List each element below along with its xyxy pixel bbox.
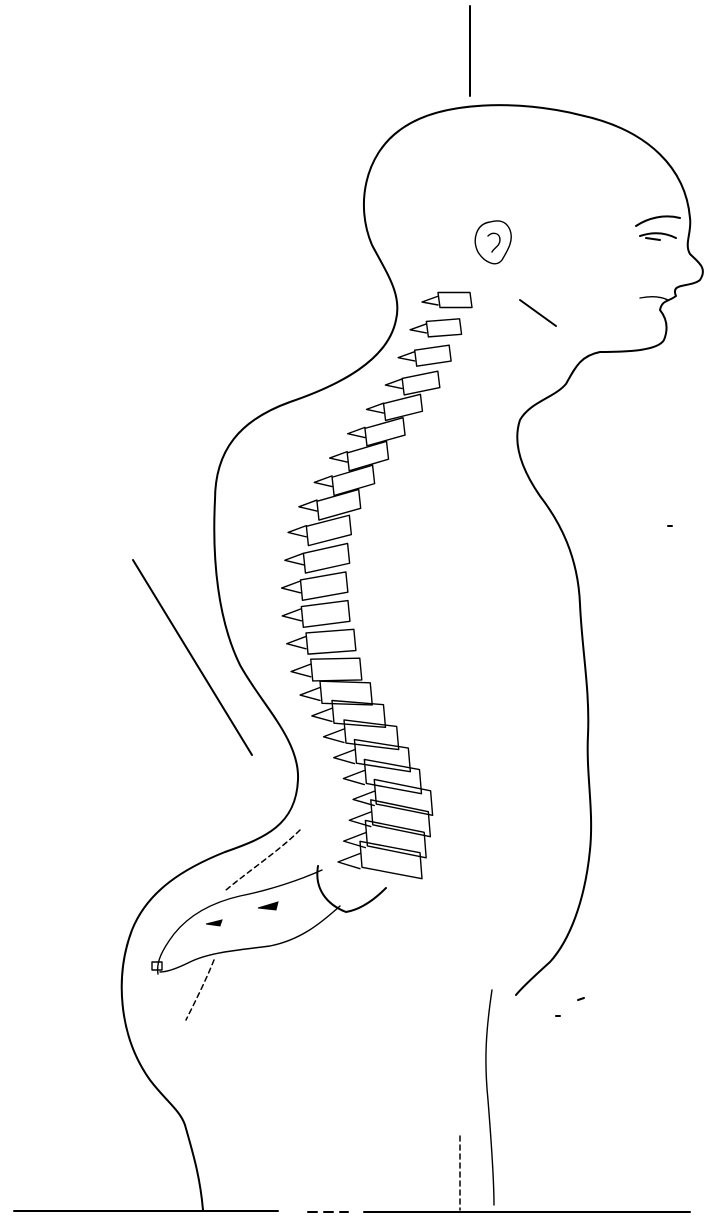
- spinous-process-22: [349, 812, 370, 827]
- back-contour: [122, 105, 690, 1210]
- spinous-process-8: [314, 476, 332, 487]
- vertebra-20: [364, 759, 421, 793]
- body-outline: [122, 105, 703, 1210]
- sacrum-pelvis: [152, 830, 386, 1020]
- vertebra-21: [374, 779, 432, 815]
- spinous-process-23: [344, 833, 366, 848]
- vertebra-12: [300, 572, 347, 600]
- front-contour: [516, 218, 703, 995]
- vertebra-3: [415, 345, 451, 366]
- spinous-process-11: [285, 553, 304, 565]
- spinous-process-9: [299, 500, 317, 511]
- vertebra-5: [384, 394, 423, 420]
- vertebra-1: [438, 293, 472, 308]
- pelvis-inner-outline: [160, 906, 340, 972]
- spinous-process-14: [287, 636, 306, 648]
- spinous-process-17: [312, 708, 332, 721]
- spinous-process-20: [343, 771, 364, 785]
- front-leg-contour: [486, 990, 494, 1205]
- vertebra-14: [306, 629, 356, 654]
- head-features: [475, 216, 680, 300]
- spinous-process-7: [330, 452, 348, 462]
- reference-lines: [14, 6, 690, 1212]
- spinous-process-24: [338, 854, 360, 869]
- eye-icon: [636, 216, 680, 240]
- spinous-process-4: [385, 379, 402, 389]
- spinous-process-10: [288, 526, 306, 537]
- iliac-crest-outline: [158, 870, 322, 974]
- pelvis-dashed-lower: [186, 960, 214, 1020]
- vertebral-column: [282, 293, 472, 879]
- sacrum-outline: [317, 866, 386, 912]
- ear-icon: [475, 221, 511, 264]
- vertebra-2: [426, 319, 461, 337]
- chin-tangent-line: [520, 300, 556, 326]
- spinous-process-15: [291, 664, 311, 677]
- vertebra-11: [303, 543, 349, 573]
- spinous-process-13: [282, 609, 301, 621]
- vertebra-4: [402, 371, 440, 395]
- coccyx-marker: [206, 902, 278, 926]
- spinous-process-16: [300, 688, 320, 701]
- vertebra-13: [301, 601, 350, 628]
- spinous-process-12: [282, 581, 301, 593]
- vertebra-15: [311, 658, 362, 681]
- lumbar-angle-line: [133, 560, 252, 755]
- hand-tick-1: [578, 998, 584, 1000]
- pelvis-dashed-upper: [226, 830, 300, 890]
- spinous-process-18: [324, 729, 344, 742]
- spinous-process-2: [410, 324, 426, 333]
- spinous-process-5: [367, 403, 384, 413]
- vertebra-10: [306, 515, 351, 545]
- spinous-process-19: [334, 750, 355, 764]
- spinous-process-3: [398, 352, 415, 361]
- spinous-process-1: [422, 296, 438, 305]
- mouth-icon: [640, 297, 668, 300]
- spinous-process-6: [348, 427, 365, 437]
